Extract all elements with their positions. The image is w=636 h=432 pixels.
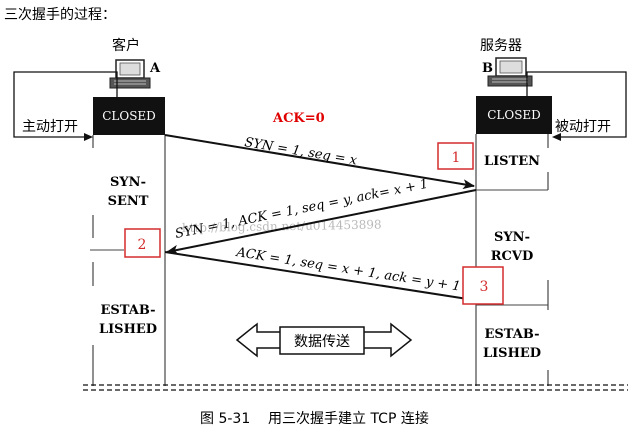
watermark: http://blog.csdn.net/u014453898 xyxy=(182,218,382,235)
ack-zero-label: ACK=0 xyxy=(272,111,325,126)
step-2-text: 2 xyxy=(138,237,147,253)
client-state-established-1: ESTAB- xyxy=(101,303,156,318)
server-state-syn-rcvd-1: SYN- xyxy=(494,230,530,245)
client-closed-box xyxy=(93,97,165,135)
server-open-arrowhead xyxy=(552,133,561,141)
server-state-listen: LISTEN xyxy=(484,154,540,169)
data-transfer-box xyxy=(279,326,365,355)
step-3-box xyxy=(462,266,504,305)
message-arrow-syn-ack xyxy=(166,189,477,255)
server-state-syn-rcvd-2: RCVD xyxy=(491,249,534,264)
server-closed-box xyxy=(476,96,552,134)
step-3-text: 3 xyxy=(480,279,489,295)
server-host-tag: B xyxy=(482,61,493,76)
client-computer-icon xyxy=(109,59,151,89)
step-2-box xyxy=(124,228,161,258)
server-state-established-1: ESTAB- xyxy=(485,327,540,342)
client-open-label: 主动打开 xyxy=(22,118,78,135)
data-transfer-label: 数据传送 xyxy=(294,334,350,350)
client-state-syn-sent-2: SENT xyxy=(108,194,149,209)
server-computer-icon xyxy=(487,57,533,87)
client-label: 客户 xyxy=(112,37,140,54)
server-state-established-2: LISHED xyxy=(483,346,541,361)
header-text: 三次握手的过程： xyxy=(4,7,116,23)
step-1-text: 1 xyxy=(452,150,461,166)
message-label-ack: ACK = 1, seq = x + 1, ack = y + 1 xyxy=(234,245,461,295)
client-host-tag: A xyxy=(149,61,161,76)
message-label-syn: SYN = 1, seq = x xyxy=(243,135,358,168)
client-closed-text: CLOSED xyxy=(102,109,156,123)
message-arrow-ack xyxy=(164,251,475,304)
client-open-arrowhead xyxy=(84,133,93,141)
client-open-loop xyxy=(13,71,118,138)
client-state-established-2: LISHED xyxy=(99,322,157,337)
server-open-label: 被动打开 xyxy=(555,118,611,135)
server-label: 服务器 xyxy=(480,38,522,54)
caption-text: 用三次握手建立 TCP 连接 xyxy=(268,410,429,427)
caption-figure-number: 图 5-31 xyxy=(200,411,250,427)
server-closed-text: CLOSED xyxy=(487,108,541,122)
client-state-syn-sent-1: SYN- xyxy=(110,175,146,190)
message-arrow-syn xyxy=(164,134,475,190)
step-1-box xyxy=(437,142,474,170)
server-open-loop xyxy=(526,71,627,138)
